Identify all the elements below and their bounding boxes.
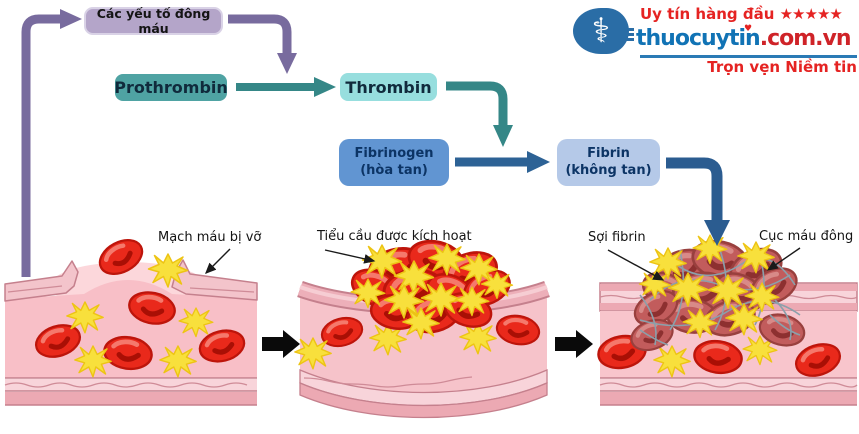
- flowchart-box-thrombin: Thrombin: [340, 73, 437, 101]
- flowchart-box-prothrombin: Prothrombin: [114, 74, 228, 101]
- logo-stripe: [612, 28, 634, 31]
- vessel3-wall-bottom: [600, 379, 857, 391]
- logo-tagline-bottom: Trọn vẹn Niềm tin: [707, 58, 857, 76]
- logo-domain-name: thuocuytin: [636, 26, 761, 51]
- arrow-prothrombin-to-thrombin: [236, 77, 336, 97]
- fibrin-sublabel: (không tan): [565, 162, 652, 178]
- fibrinogen-sublabel: (hòa tan): [360, 162, 428, 178]
- pointer-fibrin-threads: [607, 249, 665, 281]
- logo-domain-suffix: .com.vn: [759, 26, 852, 51]
- label-fibrin-threads: Sợi fibrin: [588, 230, 646, 245]
- logo-stripe: [609, 33, 634, 36]
- vessel-stage2-platelet-plug: [294, 236, 550, 419]
- arrow-factors-to-reaction: [228, 14, 297, 74]
- vessel-stage3-fibrin-clot: [596, 235, 858, 406]
- arrow-stage2-to-stage3: [555, 330, 593, 358]
- vessel1-wall-bottom: [5, 379, 257, 391]
- arrow-fibrinogen-to-fibrin: [455, 151, 550, 173]
- pointer-platelets-activated: [324, 249, 376, 264]
- vessel1-wall-top-right: [171, 259, 258, 301]
- label-broken-vessel: Mạch máu bị vỡ: [158, 230, 262, 245]
- flowchart-box-fibrinogen: Fibrinogen (hòa tan): [339, 139, 449, 186]
- caduceus-icon: ⚕: [591, 11, 611, 51]
- heart-icon: ♥: [744, 24, 753, 34]
- arrow-stage1-to-stage2: [262, 330, 300, 358]
- label-blood-clot: Cục máu đông: [759, 229, 854, 244]
- fibrinogen-label: Fibrinogen: [354, 145, 434, 161]
- logo-stripe: [606, 38, 634, 41]
- label-platelets-activated: Tiểu cầu được kích hoạt: [317, 229, 472, 244]
- logo-emblem: ⚕: [573, 8, 629, 54]
- flowchart-box-fibrin: Fibrin (không tan): [557, 139, 660, 186]
- arrow-thrombin-to-reaction: [446, 81, 513, 147]
- vessel-stage1-broken-vessel: [4, 233, 258, 406]
- pointer-blood-clot: [766, 247, 801, 271]
- flowchart-box-clotting-factors: Các yếu tố đông máu: [84, 6, 223, 36]
- logo-tagline-top: Uy tín hàng đầu ★★★★★: [640, 5, 843, 23]
- arrow-vessel-to-factors: [21, 9, 82, 277]
- arrow-fibrin-to-clot: [666, 157, 730, 246]
- logo-underline: [640, 55, 857, 58]
- prothrombin-label: Prothrombin: [114, 78, 228, 97]
- rating-stars: ★★★★★: [779, 5, 843, 23]
- pointer-broken-vessel: [205, 248, 231, 274]
- fibrin-label: Fibrin: [587, 145, 630, 161]
- logo-domain: thuocuytin.com.vn: [636, 26, 852, 51]
- clotting-factors-label: Các yếu tố đông máu: [96, 6, 211, 36]
- blood-clot-clump: [627, 235, 807, 355]
- thrombin-label: Thrombin: [345, 77, 432, 97]
- vessel1-wall-top-left: [4, 260, 79, 302]
